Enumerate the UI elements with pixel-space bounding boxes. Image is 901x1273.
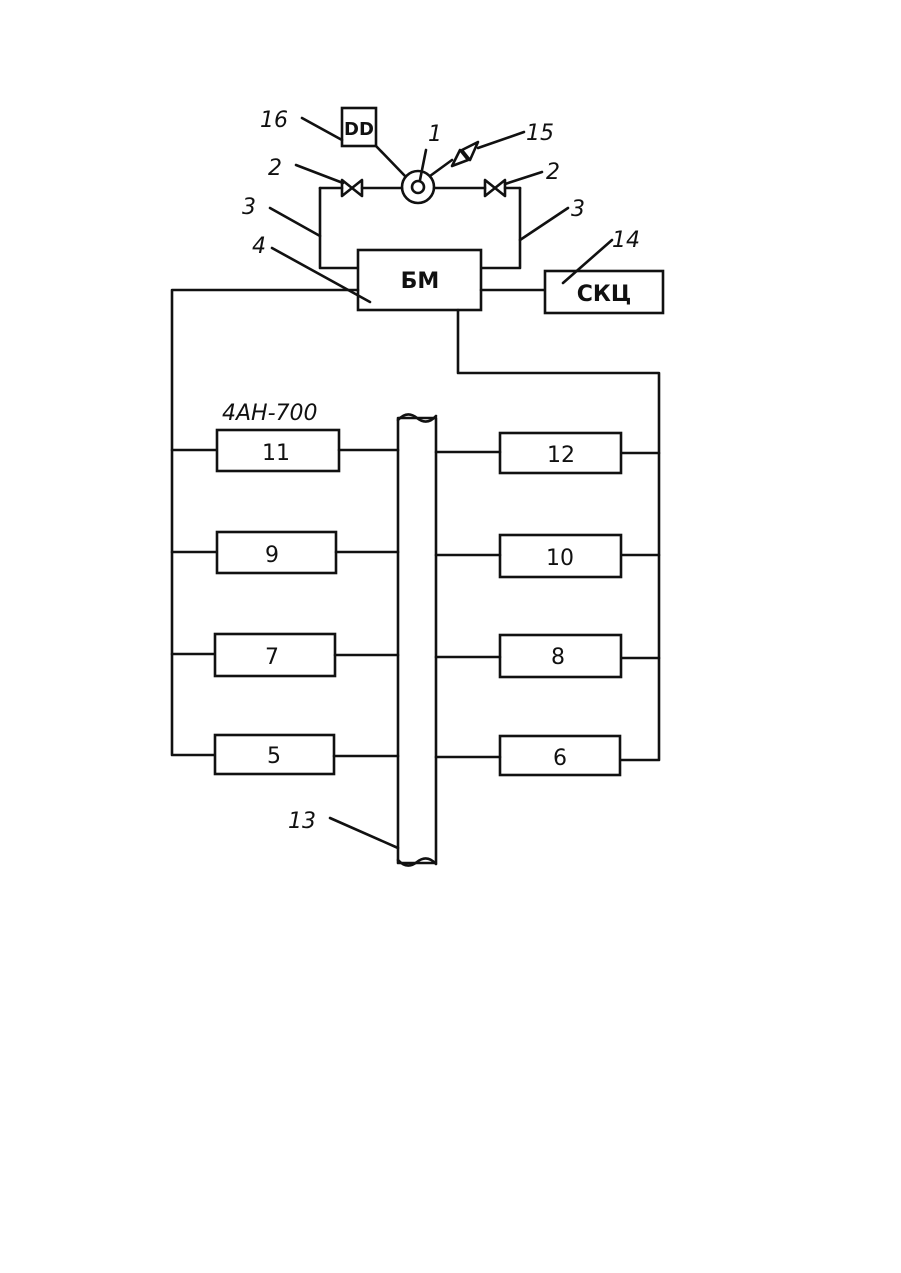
label-3-right: 3 bbox=[571, 197, 585, 222]
dd-connector bbox=[376, 146, 405, 176]
label-16: 16 bbox=[260, 108, 288, 133]
valve-2-right-a bbox=[485, 180, 495, 196]
valve-2-right-b bbox=[495, 180, 505, 196]
label-13: 13 bbox=[288, 809, 316, 834]
leader-16 bbox=[302, 118, 342, 140]
block-11-label: 11 bbox=[262, 441, 290, 466]
valve-15-pipe bbox=[430, 160, 452, 176]
label-3-left: 3 bbox=[242, 195, 256, 220]
sensor-1-core bbox=[412, 181, 424, 193]
block-8-label: 8 bbox=[551, 645, 565, 670]
bm-label: БМ bbox=[401, 269, 440, 294]
dd-label: DD bbox=[344, 119, 374, 140]
pipe-3-right bbox=[481, 188, 520, 268]
label-15: 15 bbox=[526, 121, 554, 146]
pipe-13 bbox=[398, 418, 436, 863]
block-6-label: 6 bbox=[553, 746, 567, 771]
leader-1 bbox=[420, 150, 426, 180]
leader-2-left bbox=[296, 165, 343, 183]
leader-2-right bbox=[505, 172, 542, 184]
left-bus bbox=[172, 290, 358, 755]
valve-15-a bbox=[452, 150, 468, 166]
label-model: 4АН-700 bbox=[222, 401, 318, 426]
block-9-label: 9 bbox=[265, 543, 279, 568]
block-7-label: 7 bbox=[265, 645, 279, 670]
block-10-label: 10 bbox=[546, 546, 574, 571]
label-1: 1 bbox=[428, 122, 442, 147]
leader-15 bbox=[478, 132, 524, 148]
label-4: 4 bbox=[252, 234, 266, 259]
valve-2-left-b bbox=[352, 180, 362, 196]
skc-label: СКЦ bbox=[577, 282, 632, 307]
label-14: 14 bbox=[612, 228, 640, 253]
block-12-label: 12 bbox=[547, 443, 575, 468]
pipe-3-left bbox=[320, 188, 358, 268]
leader-13 bbox=[330, 818, 398, 848]
label-2-left: 2 bbox=[268, 156, 282, 181]
block-5-label: 5 bbox=[267, 744, 281, 769]
leader-3-left bbox=[270, 208, 320, 236]
leader-3-right bbox=[520, 208, 568, 240]
label-2-right: 2 bbox=[546, 160, 560, 185]
